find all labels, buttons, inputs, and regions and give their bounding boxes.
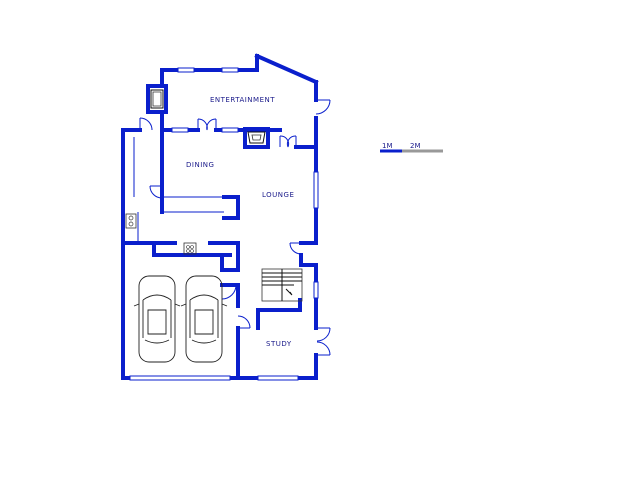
scale-label-1m: 1M (382, 142, 393, 150)
room-label-dining: DINING (186, 161, 214, 169)
kitchen-counters (125, 137, 224, 255)
windows (129, 67, 319, 381)
fireplaces (150, 89, 266, 144)
car-left (133, 275, 181, 363)
doors (139, 99, 331, 356)
staircase (261, 268, 303, 302)
walls (121, 53, 319, 380)
car-right (180, 275, 228, 363)
scale-bar: 1M 2M (380, 142, 443, 153)
scale-label-2m: 2M (410, 142, 421, 150)
room-labels: ENTERTAINMENT DINING LOUNGE STUDY (186, 96, 294, 348)
room-label-study: STUDY (266, 340, 292, 348)
room-label-entertainment: ENTERTAINMENT (210, 96, 275, 104)
room-label-lounge: LOUNGE (262, 191, 294, 199)
